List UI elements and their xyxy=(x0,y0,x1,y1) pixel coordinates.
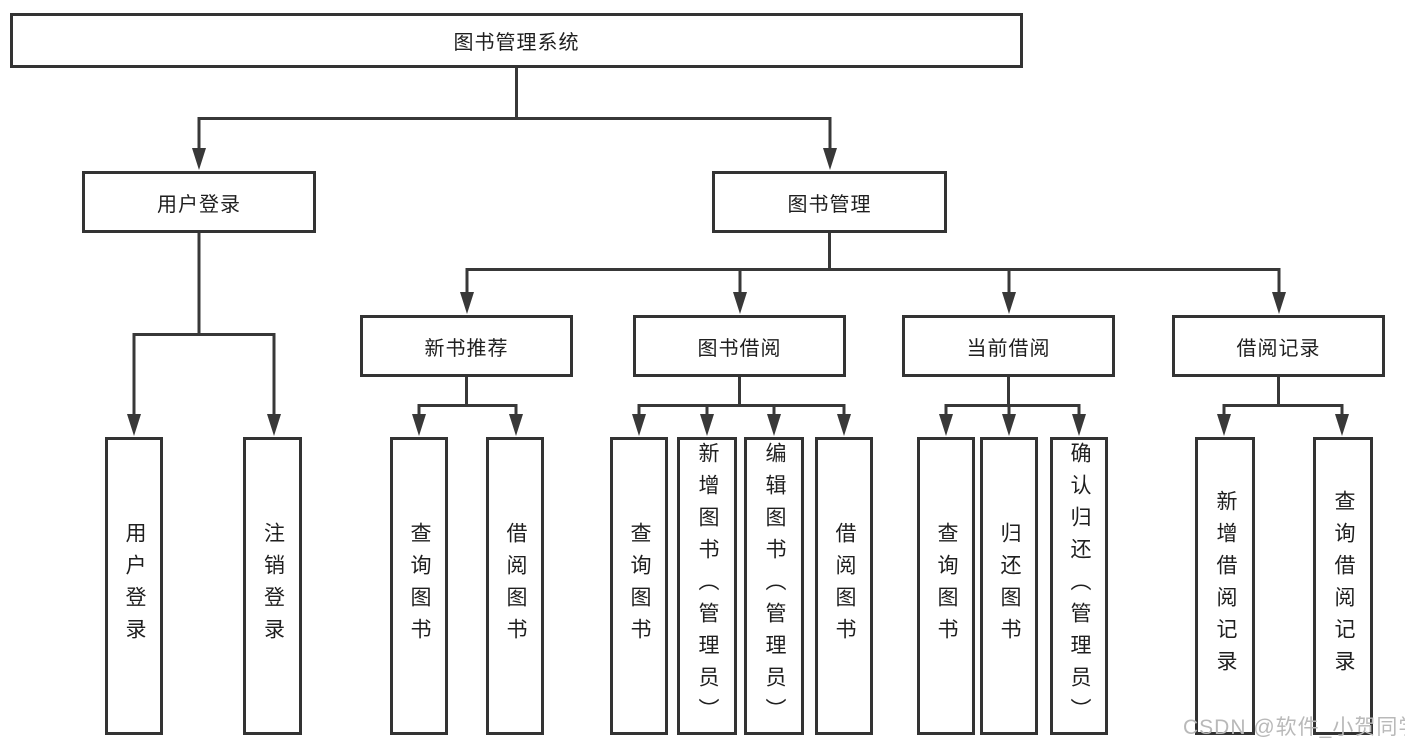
node-borrowing-records: 借阅记录 xyxy=(1172,315,1385,377)
node-label: 用户登录 xyxy=(157,193,241,216)
node-label: 编辑图书（管理员） xyxy=(763,442,787,730)
csdn-watermark: CSDN @软件_小贺同学 xyxy=(1183,716,1405,739)
node-label: 图书借阅 xyxy=(697,337,782,360)
node-label: 确认归还（管理员） xyxy=(1068,442,1092,730)
node-book-management: 图书管理 xyxy=(712,171,947,233)
leaf-add-borrow-record: 新增借阅记录 xyxy=(1195,437,1255,735)
node-label: 借阅图书 xyxy=(504,522,528,650)
leaf-query-borrow-record: 查询借阅记录 xyxy=(1313,437,1373,735)
node-label: 查询图书 xyxy=(935,522,959,650)
node-label: 新增借阅记录 xyxy=(1214,490,1238,682)
leaf-recommend-borrow-books: 借阅图书 xyxy=(486,437,544,735)
node-current-borrowing: 当前借阅 xyxy=(902,315,1115,377)
leaf-user-login: 用户登录 xyxy=(105,437,163,735)
leaf-edit-book-admin: 编辑图书（管理员） xyxy=(744,437,804,735)
leaf-logout: 注销登录 xyxy=(243,437,302,735)
node-user-login: 用户登录 xyxy=(82,171,316,233)
node-label: 新增图书（管理员） xyxy=(696,442,720,730)
node-label: 新书推荐 xyxy=(424,337,509,360)
leaf-current-query-books: 查询图书 xyxy=(917,437,975,735)
node-label: 用户登录 xyxy=(123,522,147,650)
node-new-book-recommend: 新书推荐 xyxy=(360,315,573,377)
node-label: 归还图书 xyxy=(998,522,1022,650)
node-label: 图书管理 xyxy=(787,193,872,216)
leaf-confirm-return-admin: 确认归还（管理员） xyxy=(1050,437,1108,735)
node-label: 注销登录 xyxy=(261,522,285,650)
leaf-recommend-query-books: 查询图书 xyxy=(390,437,448,735)
leaf-borrowing-query-books: 查询图书 xyxy=(610,437,668,735)
node-label: 当前借阅 xyxy=(966,337,1051,360)
node-label: 查询借阅记录 xyxy=(1332,490,1356,682)
node-label: 查询图书 xyxy=(408,522,432,650)
node-label: 借阅图书 xyxy=(833,522,857,650)
node-label: 借阅记录 xyxy=(1236,337,1321,360)
node-label: 图书管理系统 xyxy=(453,32,580,54)
leaf-return-book: 归还图书 xyxy=(980,437,1038,735)
leaf-borrow-books: 借阅图书 xyxy=(815,437,873,735)
node-book-borrowing: 图书借阅 xyxy=(633,315,846,377)
leaf-add-book-admin: 新增图书（管理员） xyxy=(677,437,737,735)
node-root-system: 图书管理系统 xyxy=(10,13,1023,68)
node-label: 查询图书 xyxy=(628,522,652,650)
